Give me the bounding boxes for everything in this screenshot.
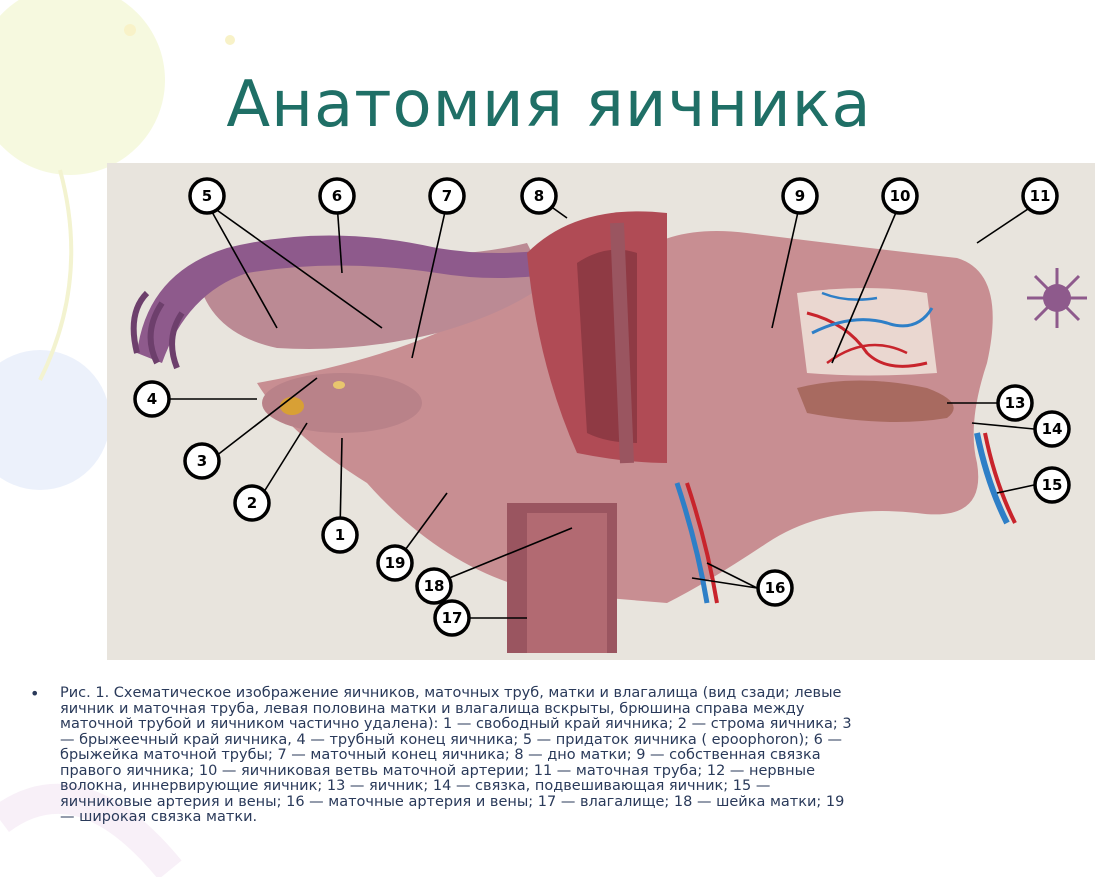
callout-14: 14 xyxy=(1035,412,1069,446)
svg-text:10: 10 xyxy=(890,187,911,205)
callout-6: 6 xyxy=(320,179,354,213)
svg-text:13: 13 xyxy=(1005,394,1026,412)
svg-text:11: 11 xyxy=(1030,187,1051,205)
ovary-anatomy-illustration: 5 6 7 8 9 10 11 4 3 2 1 19 18 17 16 13 1… xyxy=(107,163,1095,660)
caption-line: яичниковые артерия и вены; 16 — маточные… xyxy=(60,795,1094,811)
svg-text:6: 6 xyxy=(332,187,342,205)
svg-text:17: 17 xyxy=(442,609,463,627)
svg-text:19: 19 xyxy=(385,554,406,572)
callout-3: 3 xyxy=(185,444,219,478)
svg-text:3: 3 xyxy=(197,452,207,470)
caption-line: яичник и маточная труба, левая половина … xyxy=(60,702,1094,718)
caption-bullet: • xyxy=(30,684,39,703)
callout-9: 9 xyxy=(783,179,817,213)
svg-text:4: 4 xyxy=(147,390,157,408)
figure-caption: Рис. 1. Схематическое изображение яичник… xyxy=(60,686,1094,826)
svg-text:16: 16 xyxy=(765,579,786,597)
caption-line: правого яичника; 10 — яичниковая ветвь м… xyxy=(60,764,1094,780)
svg-text:15: 15 xyxy=(1042,476,1063,494)
caption-line: Рис. 1. Схематическое изображение яичник… xyxy=(60,686,1094,702)
callout-15: 15 xyxy=(1035,468,1069,502)
callout-19: 19 xyxy=(378,546,412,580)
callout-18: 18 xyxy=(417,569,451,603)
svg-text:14: 14 xyxy=(1042,420,1063,438)
svg-text:9: 9 xyxy=(795,187,805,205)
svg-text:18: 18 xyxy=(424,577,445,595)
callout-16: 16 xyxy=(758,571,792,605)
callout-4: 4 xyxy=(135,382,169,416)
callout-5: 5 xyxy=(190,179,224,213)
callout-13: 13 xyxy=(998,386,1032,420)
caption-line: брыжейка маточной трубы; 7 — маточный ко… xyxy=(60,748,1094,764)
caption-line: маточной трубой и яичником частично удал… xyxy=(60,717,1094,733)
svg-text:5: 5 xyxy=(202,187,212,205)
svg-text:2: 2 xyxy=(247,494,257,512)
caption-line: волокна, иннервирующие яичник; 13 — яичн… xyxy=(60,779,1094,795)
svg-text:1: 1 xyxy=(335,526,345,544)
svg-text:7: 7 xyxy=(442,187,452,205)
page-title: Анатомия яичника xyxy=(0,68,1098,142)
callout-2: 2 xyxy=(235,486,269,520)
svg-text:8: 8 xyxy=(534,187,544,205)
callout-17: 17 xyxy=(435,601,469,635)
caption-line: — широкая связка матки. xyxy=(60,810,1094,826)
callout-11: 11 xyxy=(1023,179,1057,213)
callout-10: 10 xyxy=(883,179,917,213)
callout-1: 1 xyxy=(323,518,357,552)
callout-8: 8 xyxy=(522,179,556,213)
callout-7: 7 xyxy=(430,179,464,213)
caption-line: — брыжеечный край яичника, 4 — трубный к… xyxy=(60,733,1094,749)
